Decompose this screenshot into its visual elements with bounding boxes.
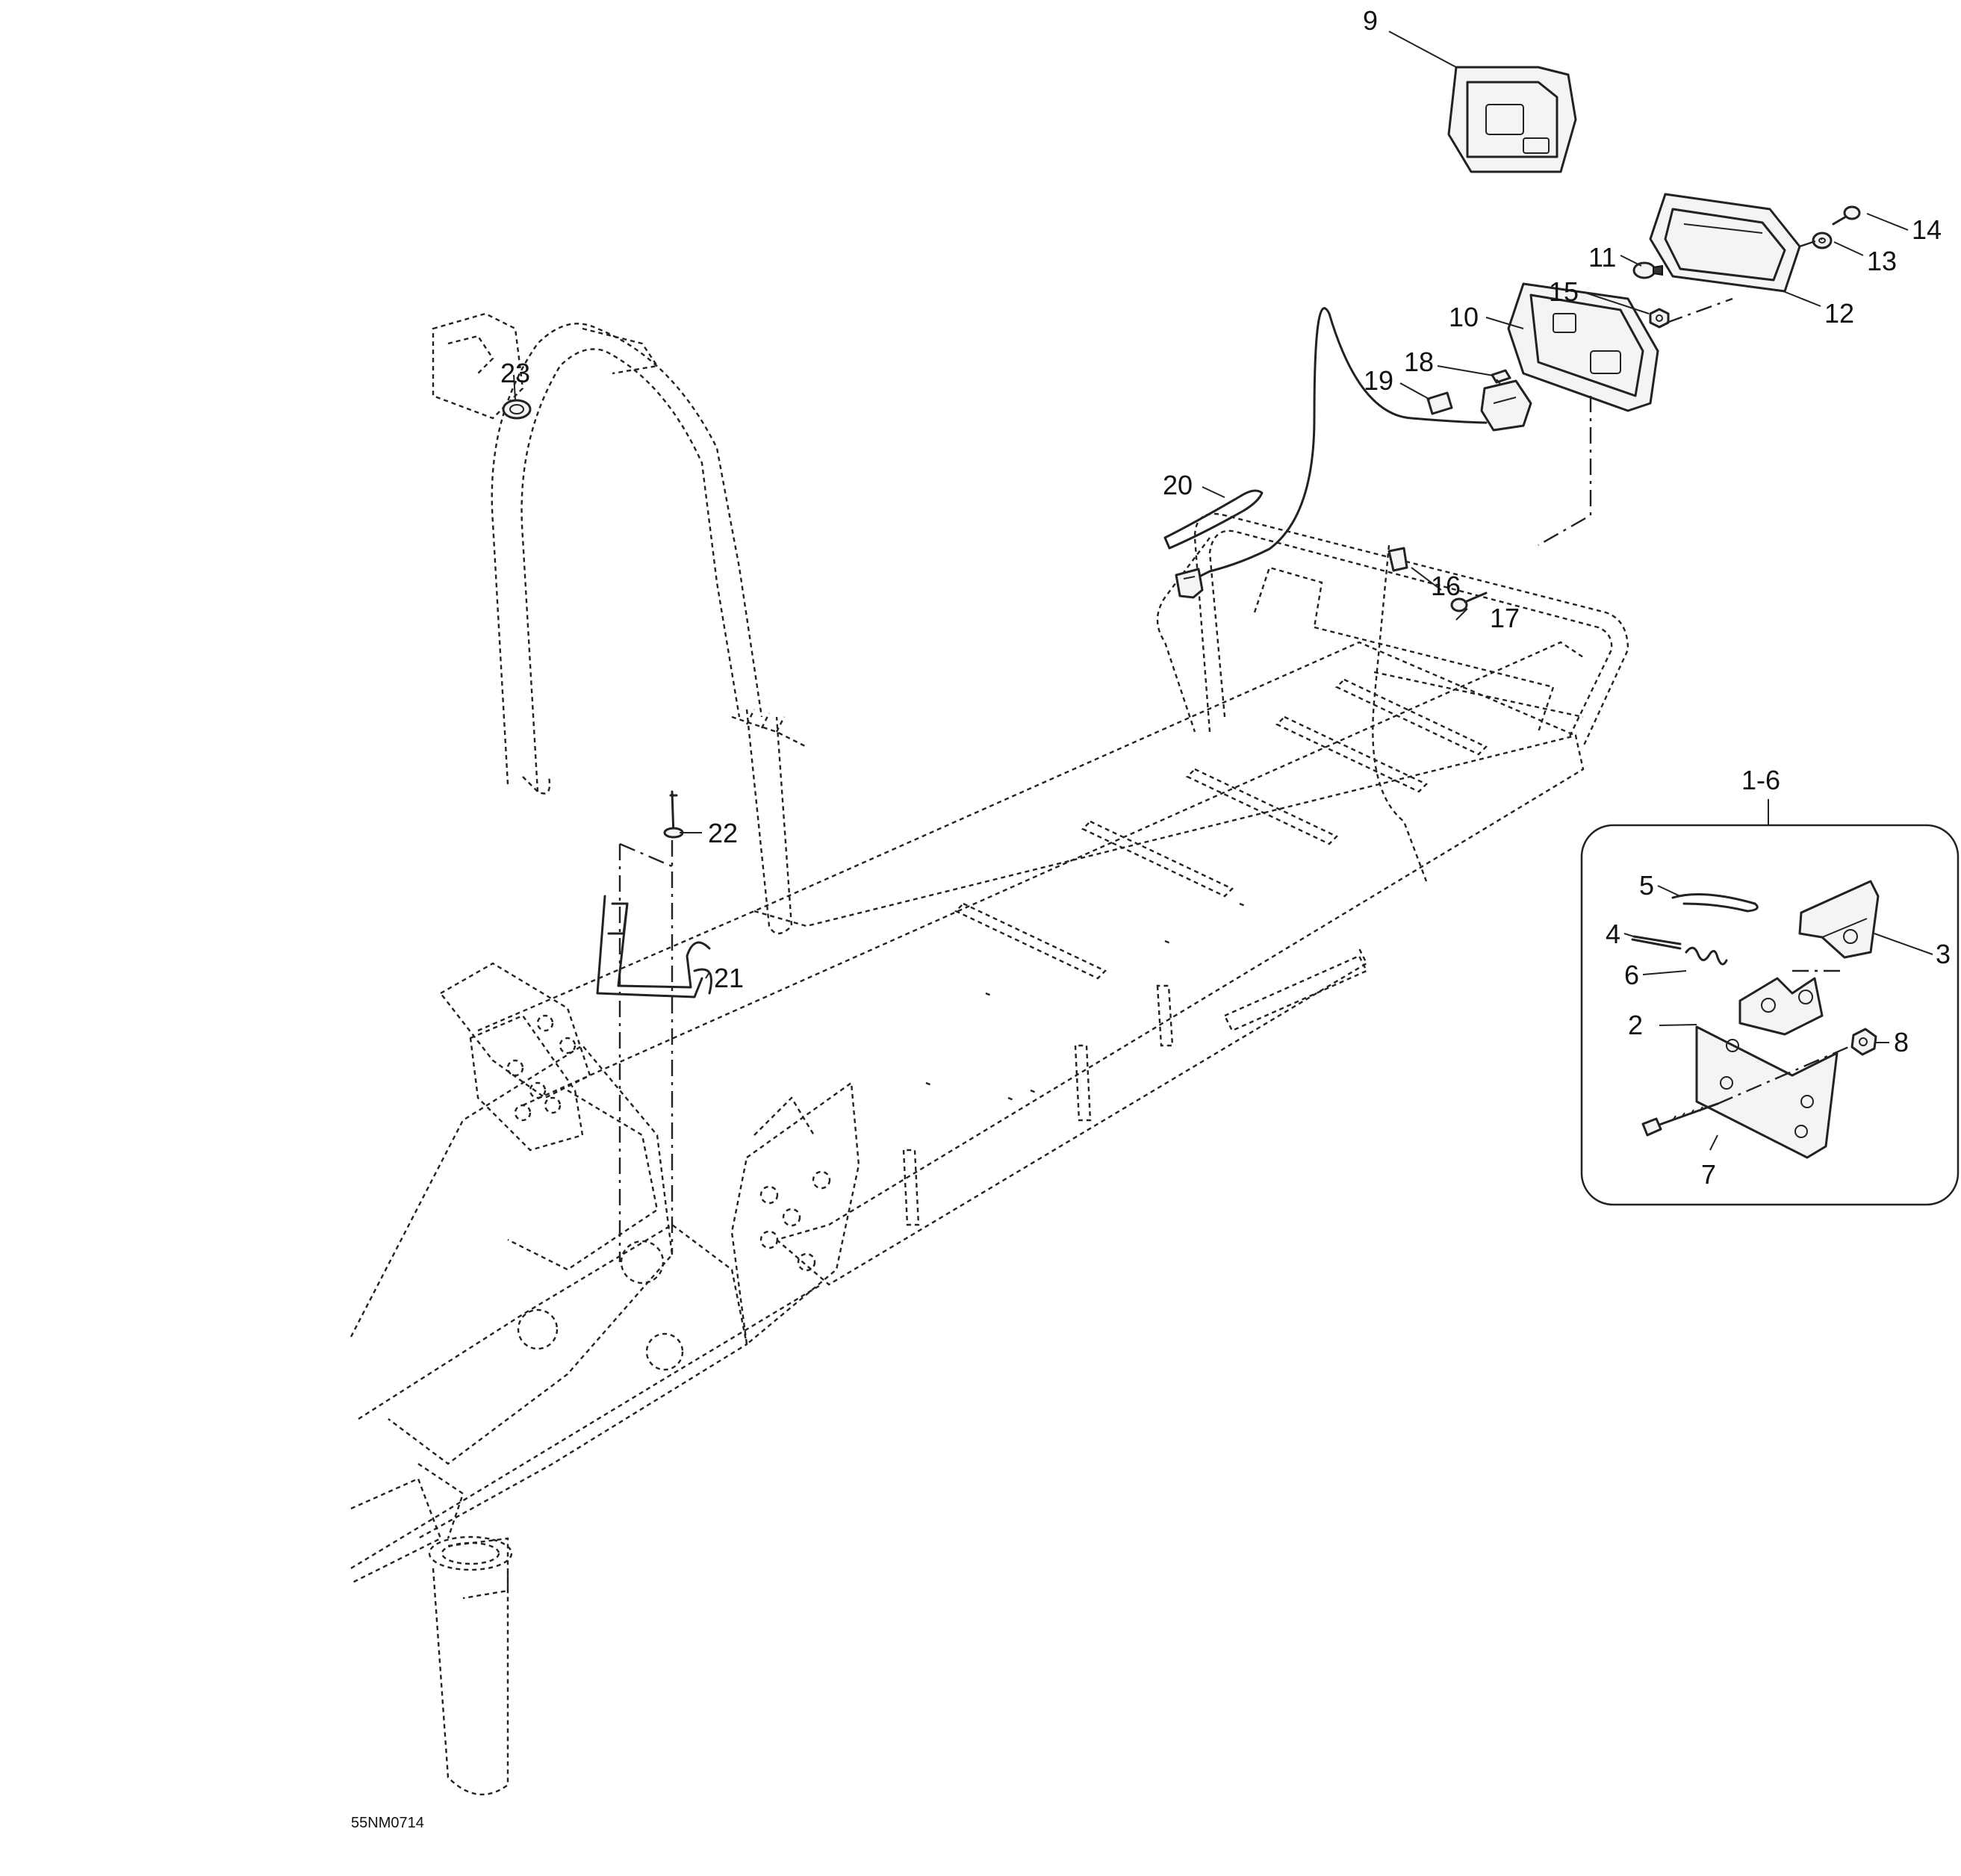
callout-12: 12 <box>1824 298 1854 329</box>
push-pin <box>663 790 684 839</box>
callout-11: 11 <box>1588 242 1616 273</box>
nut <box>1649 308 1670 329</box>
drawing-reference-code: 55NM0714 <box>351 1815 424 1831</box>
spring <box>1685 946 1728 966</box>
cotter-pin <box>1671 893 1759 913</box>
bracket <box>596 895 712 998</box>
callout-19: 19 <box>1364 365 1393 396</box>
wire-harness <box>1208 307 1488 573</box>
connector-housing <box>1426 391 1453 415</box>
callout-14: 14 <box>1912 214 1942 245</box>
callout-10: 10 <box>1449 302 1479 332</box>
hitch-plate <box>1695 1025 1839 1159</box>
tunnel-frame <box>349 641 1585 1795</box>
carriage-bolt <box>1641 1102 1719 1137</box>
hitch-cap <box>1798 880 1880 959</box>
assembly-lines <box>618 237 1853 1262</box>
grab-handle <box>432 312 807 935</box>
leader-lines <box>513 31 1933 1151</box>
callout-labels: 9 14 13 11 15 12 10 18 19 23 20 16 17 22… <box>500 5 1951 1190</box>
callout-1-6: 1-6 <box>1741 765 1780 795</box>
callout-13: 13 <box>1867 246 1897 276</box>
callout-8: 8 <box>1894 1027 1909 1057</box>
callout-2: 2 <box>1628 1010 1643 1040</box>
grommet <box>502 399 532 420</box>
washer <box>1812 232 1833 249</box>
callout-21: 21 <box>714 963 744 993</box>
taillight-housing <box>1507 282 1659 412</box>
taillight-lens <box>1649 193 1801 293</box>
detail-box <box>1580 824 1960 1206</box>
callout-4: 4 <box>1606 919 1620 949</box>
taillight-lens-upper <box>1447 66 1577 173</box>
clip <box>1387 547 1408 572</box>
callout-6: 6 <box>1624 960 1639 990</box>
callout-3: 3 <box>1936 939 1951 969</box>
bulb <box>1632 261 1663 279</box>
callout-7: 7 <box>1701 1159 1716 1190</box>
hitch-block <box>1738 977 1824 1036</box>
callout-17: 17 <box>1490 603 1520 633</box>
callout-18: 18 <box>1404 347 1434 377</box>
callout-5: 5 <box>1639 870 1654 901</box>
hitch-pin <box>1631 935 1682 950</box>
bolt <box>1450 591 1488 612</box>
locknut <box>1850 1028 1877 1056</box>
clip-connector <box>1175 568 1204 599</box>
callout-23: 23 <box>500 358 530 388</box>
callout-22: 22 <box>708 818 738 848</box>
callout-15: 15 <box>1549 276 1579 307</box>
callout-9: 9 <box>1363 5 1378 36</box>
callout-20: 20 <box>1163 470 1193 500</box>
protective-tubing <box>1163 489 1264 550</box>
screw <box>1832 205 1861 226</box>
callout-16: 16 <box>1431 571 1461 601</box>
relay-box <box>1480 379 1532 432</box>
rear-rack <box>1156 512 1629 882</box>
